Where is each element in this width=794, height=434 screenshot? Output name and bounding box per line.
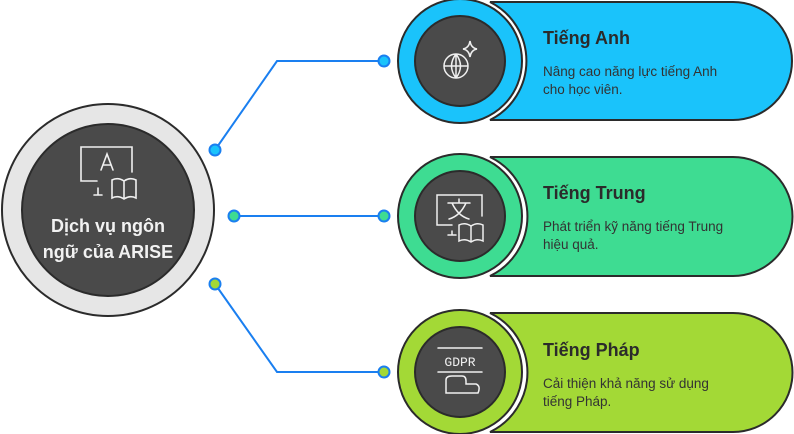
item-title: Tiếng Anh [543, 28, 630, 48]
language-learning-icon [80, 146, 137, 200]
item-desc-line2: cho học viên. [543, 82, 623, 97]
item-chinese: Tiếng Trung Phát triển kỹ năng tiếng Tru… [397, 153, 794, 279]
chinese-character-book-icon [436, 194, 484, 243]
svg-text:GDPR: GDPR [444, 355, 475, 370]
pill-chinese [489, 156, 794, 277]
item-desc-line1: Phát triển kỹ năng tiếng Trung [543, 219, 723, 234]
gdpr-hand-icon: GDPR [437, 347, 483, 394]
center-title-line2: ngữ của ARISE [43, 242, 173, 262]
connector-dots [208, 54, 391, 379]
pill-french [489, 312, 794, 433]
connectors [214, 60, 384, 373]
dot [377, 209, 391, 223]
connector-french [214, 283, 384, 373]
item-title: Tiếng Trung [543, 183, 646, 203]
connector-english [214, 60, 384, 151]
item-title: Tiếng Pháp [543, 340, 640, 360]
dot [377, 54, 391, 68]
globe-sparkle-icon [443, 40, 478, 79]
center-title-line1: Dịch vụ ngôn [51, 216, 165, 236]
item-english: Tiếng Anh Nâng cao năng lực tiếng Anh ch… [397, 0, 793, 124]
item-french: GDPR Tiếng Pháp Cải thiện khả năng sử dụ… [397, 309, 794, 434]
pill-english [489, 0, 793, 121]
item-desc-line2: hiệu quả. [543, 237, 599, 252]
dot [377, 365, 391, 379]
dot [227, 209, 241, 223]
item-desc-line1: Nâng cao năng lực tiếng Anh [543, 64, 717, 79]
item-desc-line2: tiếng Pháp. [543, 394, 611, 409]
item-desc-line1: Cải thiện khả năng sử dụng [543, 376, 709, 391]
center-node: Dịch vụ ngôn ngữ của ARISE [1, 103, 215, 317]
dot [208, 277, 222, 291]
dot [208, 143, 222, 157]
